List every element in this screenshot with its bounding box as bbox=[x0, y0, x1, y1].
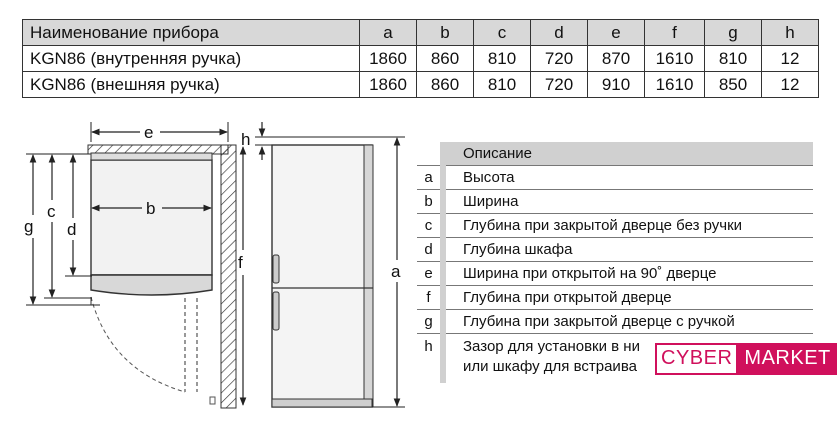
legend-letter: g bbox=[417, 309, 443, 334]
row-cell: 1610 bbox=[644, 45, 705, 72]
legend-text-line: Зазор для установки в ни bbox=[463, 338, 640, 355]
dim-e-label: e bbox=[144, 123, 153, 142]
watermark-part2: MARKET bbox=[738, 343, 837, 375]
watermark-suffix: .BY bbox=[816, 367, 829, 376]
door-handle bbox=[209, 396, 216, 405]
row-cell: 720 bbox=[530, 71, 588, 98]
header-col-d: d bbox=[530, 19, 588, 46]
row-cell: 870 bbox=[587, 45, 645, 72]
legend-row: f Глубина при открытой дверце bbox=[417, 285, 813, 310]
fridge-side bbox=[271, 144, 373, 408]
dim-b-label: b bbox=[146, 199, 155, 218]
row-cell: 810 bbox=[473, 45, 531, 72]
legend-letter: a bbox=[417, 165, 443, 190]
dim-a-label: a bbox=[391, 262, 401, 281]
top-view: e b g c d bbox=[24, 122, 237, 409]
legend-letter: b bbox=[417, 189, 443, 214]
legend-row: b Ширина bbox=[417, 189, 813, 214]
row-cell: 1860 bbox=[359, 71, 417, 98]
dim-f-label: f bbox=[238, 253, 243, 272]
dim-g-label: g bbox=[24, 217, 33, 236]
header-col-b: b bbox=[416, 19, 474, 46]
header-col-e: e bbox=[587, 19, 645, 46]
header-col-h: h bbox=[761, 19, 819, 46]
legend-text: Высота bbox=[440, 165, 813, 190]
legend-text: Глубина шкафа bbox=[440, 237, 813, 262]
dim-c-label: c bbox=[47, 202, 56, 221]
legend-text: Глубина при закрытой дверце с ручкой bbox=[440, 309, 813, 334]
row-cell: 810 bbox=[704, 45, 762, 72]
open-door bbox=[184, 298, 198, 392]
legend-row: a Высота bbox=[417, 165, 813, 190]
legend-text: Глубина при закрытой дверце без ручки bbox=[440, 213, 813, 238]
row-model: KGN86 (внешняя ручка) bbox=[22, 71, 360, 98]
header-col-c: c bbox=[473, 19, 531, 46]
dim-h-label: h bbox=[241, 130, 250, 149]
legend-row: e Ширина при открытой на 90˚ дверце bbox=[417, 261, 813, 286]
header-col-g: g bbox=[704, 19, 762, 46]
watermark-part1: CYBER bbox=[655, 343, 739, 375]
watermark-logo: CYBER MARKET .BY bbox=[655, 343, 837, 376]
legend-text-line: или шкафу для встраива bbox=[463, 358, 637, 375]
legend-header: Описание bbox=[417, 142, 813, 166]
row-cell: 910 bbox=[587, 71, 645, 98]
legend-title: Описание bbox=[440, 142, 813, 166]
legend-letter: f bbox=[417, 285, 443, 310]
cabinet-back bbox=[90, 152, 213, 161]
table-header-row: Наименование прибора a b c d e f g h bbox=[22, 19, 819, 46]
row-cell: 1610 bbox=[644, 71, 705, 98]
upper-handle bbox=[272, 254, 280, 284]
header-name: Наименование прибора bbox=[22, 19, 360, 46]
side-wall bbox=[220, 144, 237, 409]
header-col-f: f bbox=[644, 19, 705, 46]
table-row: KGN86 (внешняя ручка) 1860 860 810 720 9… bbox=[22, 71, 819, 98]
legend-text: Ширина bbox=[440, 189, 813, 214]
closed-door bbox=[90, 274, 213, 296]
dimensions-table: Наименование прибора a b c d e f g h KGN… bbox=[22, 19, 819, 98]
legend-letter: c bbox=[417, 213, 443, 238]
legend-text: Ширина при открытой на 90˚ дверце bbox=[440, 261, 813, 286]
legend-letter: h bbox=[417, 333, 443, 383]
row-cell: 810 bbox=[473, 71, 531, 98]
lower-handle bbox=[272, 291, 280, 331]
legend-letter: d bbox=[417, 237, 443, 262]
door-swing-arc bbox=[90, 296, 186, 393]
dim-d-label: d bbox=[67, 220, 76, 239]
row-cell: 12 bbox=[761, 71, 819, 98]
fridge-door-edge bbox=[363, 144, 374, 408]
row-cell: 850 bbox=[704, 71, 762, 98]
row-cell: 860 bbox=[416, 71, 474, 98]
legend-text: Глубина при открытой дверце bbox=[440, 285, 813, 310]
legend-row: g Глубина при закрытой дверце с ручкой bbox=[417, 309, 813, 334]
legend-row: d Глубина шкафа bbox=[417, 237, 813, 262]
legend-letter: e bbox=[417, 261, 443, 286]
legend-row: c Глубина при закрытой дверце без ручки bbox=[417, 213, 813, 238]
fridge-base bbox=[271, 398, 373, 408]
side-view: h f a bbox=[238, 122, 405, 408]
